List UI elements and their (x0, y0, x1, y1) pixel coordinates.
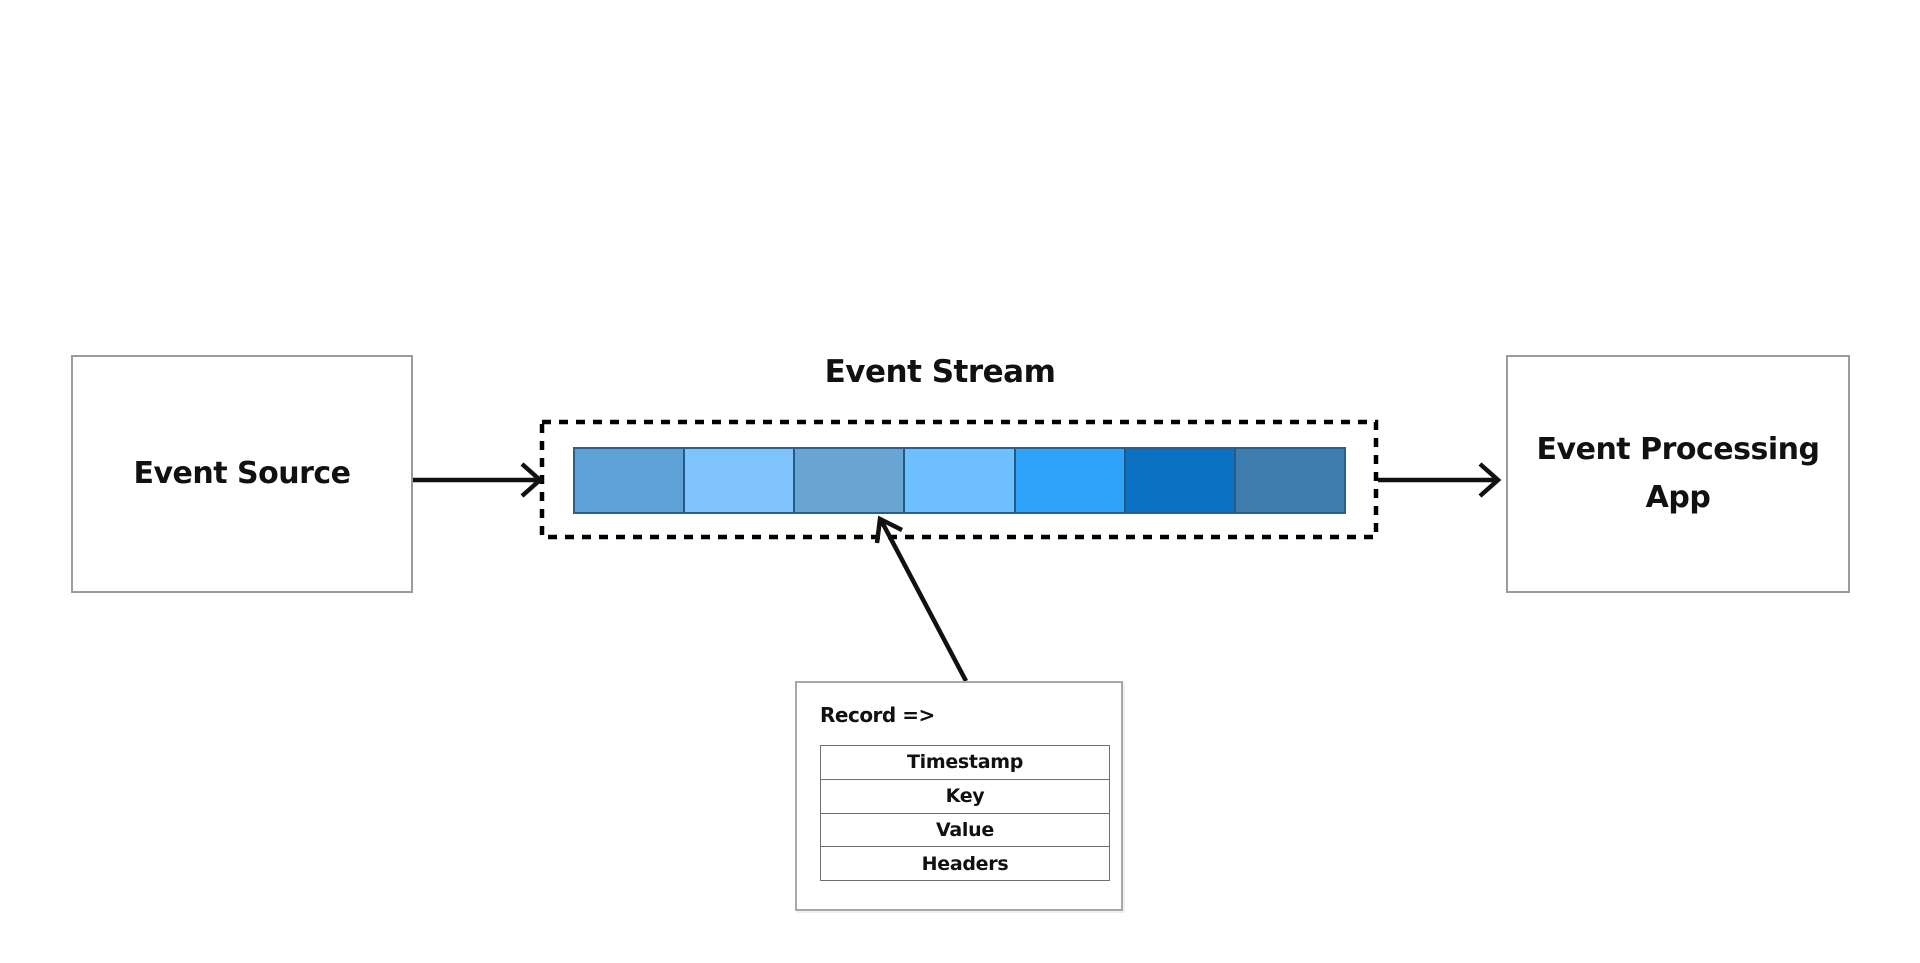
record-field-row: Headers (921, 852, 1009, 875)
record-field-row: Timestamp (821, 746, 1109, 780)
stream-segment (1125, 449, 1236, 512)
stream-segment (575, 449, 686, 512)
event-source-label: Event Source (133, 456, 351, 491)
record-field-row: Key (821, 780, 1109, 814)
stream-segment (1235, 449, 1344, 512)
event-stream-title: Event Stream (824, 354, 1056, 390)
stream-segment (795, 449, 906, 512)
arrow-stream-to-processing (1378, 462, 1502, 498)
stream-segment (905, 449, 1016, 512)
event-source-node: Event Source (71, 355, 413, 593)
arrow-record-to-segment (874, 515, 968, 683)
event-processing-app-node: Event Processing App (1506, 355, 1850, 593)
arrow-source-to-stream (413, 462, 544, 498)
record-field-row: Value (821, 814, 1109, 848)
event-stream-bar (573, 447, 1346, 514)
stream-segment (1015, 449, 1126, 512)
stream-segment (685, 449, 796, 512)
record-label: Record => (820, 703, 935, 727)
event-processing-app-label: Event Processing App (1536, 432, 1820, 515)
